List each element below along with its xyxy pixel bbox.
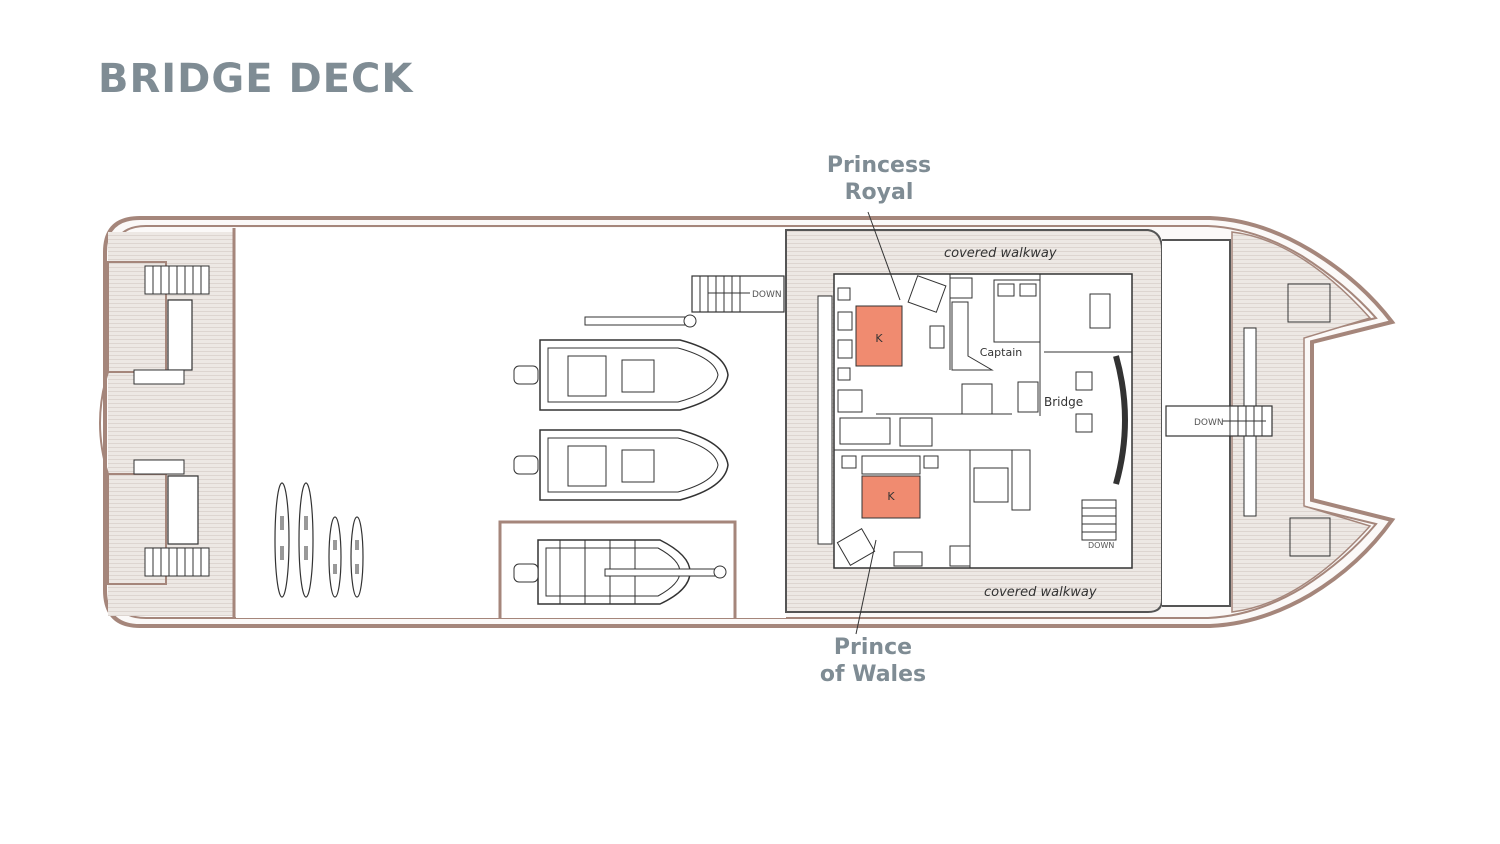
- princess-royal-line2: Royal: [844, 180, 914, 205]
- prince-of-wales-leader: [855, 539, 877, 635]
- captain-cabin: Captain: [980, 274, 1041, 416]
- prince-of-wales-line1: Prince: [833, 635, 913, 660]
- prince-of-wales-cabin: K: [834, 417, 1031, 568]
- tender-boat-2: [513, 429, 729, 501]
- page-title: BRIDGE DECK: [98, 56, 414, 102]
- zodiac-bay: [498, 520, 737, 618]
- stair-down-aft: DOWN: [691, 275, 785, 313]
- aft-grill-top: [133, 369, 185, 385]
- aft-bench-bottom: [167, 475, 199, 545]
- princess-royal-label: Princess Royal: [820, 152, 938, 206]
- aft-bench-top: [167, 299, 193, 371]
- princess-royal-cabin: K: [837, 274, 1012, 415]
- bridge-label: Bridge: [1044, 395, 1083, 409]
- stair-down-fwd-label: DOWN: [1194, 418, 1224, 428]
- princess-royal-leader: [867, 211, 901, 301]
- bridge-room: Bridge DOWN: [1044, 293, 1132, 550]
- stair-down-fwd: DOWN: [1165, 405, 1273, 437]
- stair-down-aft-label: DOWN: [752, 290, 782, 300]
- prince-of-wales-label: Prince of Wales: [814, 634, 932, 688]
- aft-stair-bottom: [144, 547, 210, 577]
- crane-arm-top: [584, 314, 697, 328]
- captain-label: Captain: [980, 346, 1023, 359]
- princess-royal-line1: Princess: [826, 153, 932, 178]
- tender-boat-1: [513, 339, 729, 411]
- prince-of-wales-line2: of Wales: [819, 662, 927, 687]
- kayaks: [274, 482, 364, 598]
- stair-down-inner-label: DOWN: [1088, 541, 1114, 550]
- aft-grill-bottom: [133, 459, 185, 475]
- covered-walkway-bottom: covered walkway: [984, 585, 1097, 600]
- bed-king-1-label: K: [875, 332, 883, 345]
- bed-king-2-label: K: [887, 490, 895, 503]
- aft-stair-top: [144, 265, 210, 295]
- forward-deck: DOWN: [1162, 231, 1372, 613]
- aft-deck: [99, 228, 236, 618]
- covered-walkway-top: covered walkway: [944, 246, 1057, 261]
